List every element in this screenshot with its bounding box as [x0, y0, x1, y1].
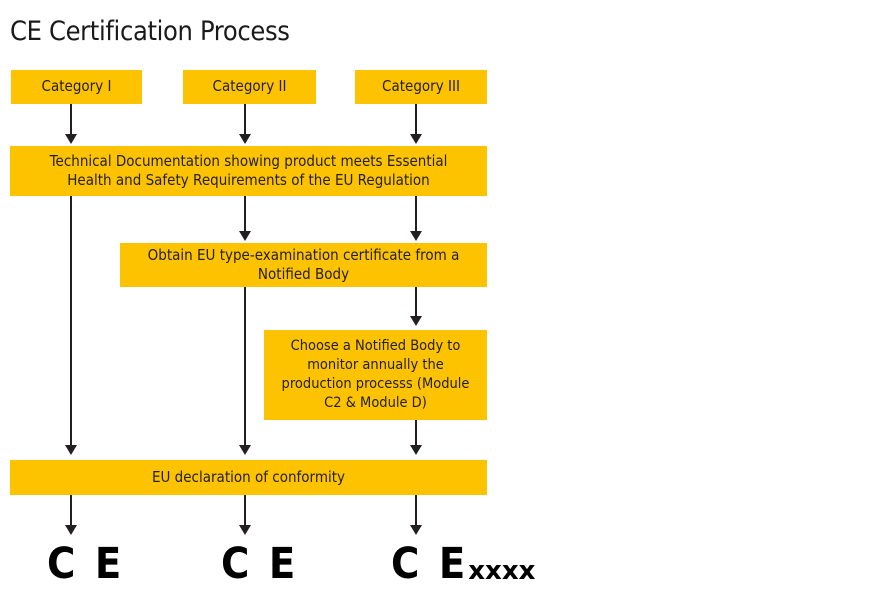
connector-techdoc-to-typeexam-right: [415, 196, 417, 233]
connector-typeexam-to-declaration: [244, 287, 246, 447]
ce-mark-3-glyph: C E: [391, 539, 469, 589]
connector-cat3-to-techdoc: [415, 104, 417, 136]
connector-declaration-to-ce2: [244, 495, 246, 527]
connector-declaration-to-ce3: [415, 495, 417, 527]
arrowhead-techdoc-to-typeexam-mid: [239, 231, 251, 241]
arrowhead-techdoc-to-typeexam-right: [410, 231, 422, 241]
node-category-1: Category I: [11, 70, 142, 104]
arrowhead-typeexam-to-declaration: [239, 445, 251, 455]
connector-cat2-to-techdoc: [244, 104, 246, 136]
arrowhead-cat2-to-techdoc: [239, 134, 251, 144]
arrowhead-cat1-to-techdoc: [65, 134, 77, 144]
connector-typeexam-to-monitoring: [415, 287, 417, 318]
page-title: CE Certification Process: [10, 16, 290, 47]
node-notified-body-monitoring-label: Choose a Notified Body to monitor annual…: [281, 338, 470, 411]
node-category-2: Category II: [183, 70, 316, 104]
ce-mark-1: C E: [47, 543, 124, 586]
arrowhead-declaration-to-ce1: [65, 525, 77, 535]
arrowhead-techdoc-to-declaration: [65, 445, 77, 455]
node-category-3-label: Category III: [382, 77, 460, 96]
ce-mark-3: C E xxxx: [391, 543, 535, 586]
ce-mark-2: C E: [221, 543, 298, 586]
ce-mark-2-glyph: C E: [221, 539, 299, 589]
node-declaration-of-conformity: EU declaration of conformity: [10, 460, 487, 495]
node-type-examination: Obtain EU type-examination certificate f…: [120, 243, 487, 287]
arrowhead-cat3-to-techdoc: [410, 134, 422, 144]
ce-mark-3-suffix: xxxx: [468, 556, 536, 586]
arrowhead-declaration-to-ce3: [410, 525, 422, 535]
arrowhead-typeexam-to-monitoring: [410, 316, 422, 326]
ce-mark-1-glyph: C E: [47, 539, 125, 589]
arrowhead-monitoring-to-declaration: [410, 445, 422, 455]
connector-techdoc-to-typeexam-mid: [244, 196, 246, 233]
node-category-3: Category III: [355, 70, 487, 104]
node-type-examination-label: Obtain EU type-examination certificate f…: [147, 245, 460, 284]
connector-cat1-to-techdoc: [70, 104, 72, 136]
node-notified-body-monitoring: Choose a Notified Body to monitor annual…: [264, 330, 487, 420]
connector-monitoring-to-declaration: [415, 420, 417, 447]
node-category-1-label: Category I: [41, 77, 112, 96]
arrowhead-declaration-to-ce2: [239, 525, 251, 535]
node-category-2-label: Category II: [212, 77, 287, 96]
node-declaration-of-conformity-label: EU declaration of conformity: [151, 467, 346, 486]
connector-declaration-to-ce1: [70, 495, 72, 527]
connector-techdoc-to-declaration: [70, 196, 72, 447]
node-technical-documentation: Technical Documentation showing product …: [10, 146, 487, 196]
node-technical-documentation-label: Technical Documentation showing product …: [49, 151, 448, 190]
